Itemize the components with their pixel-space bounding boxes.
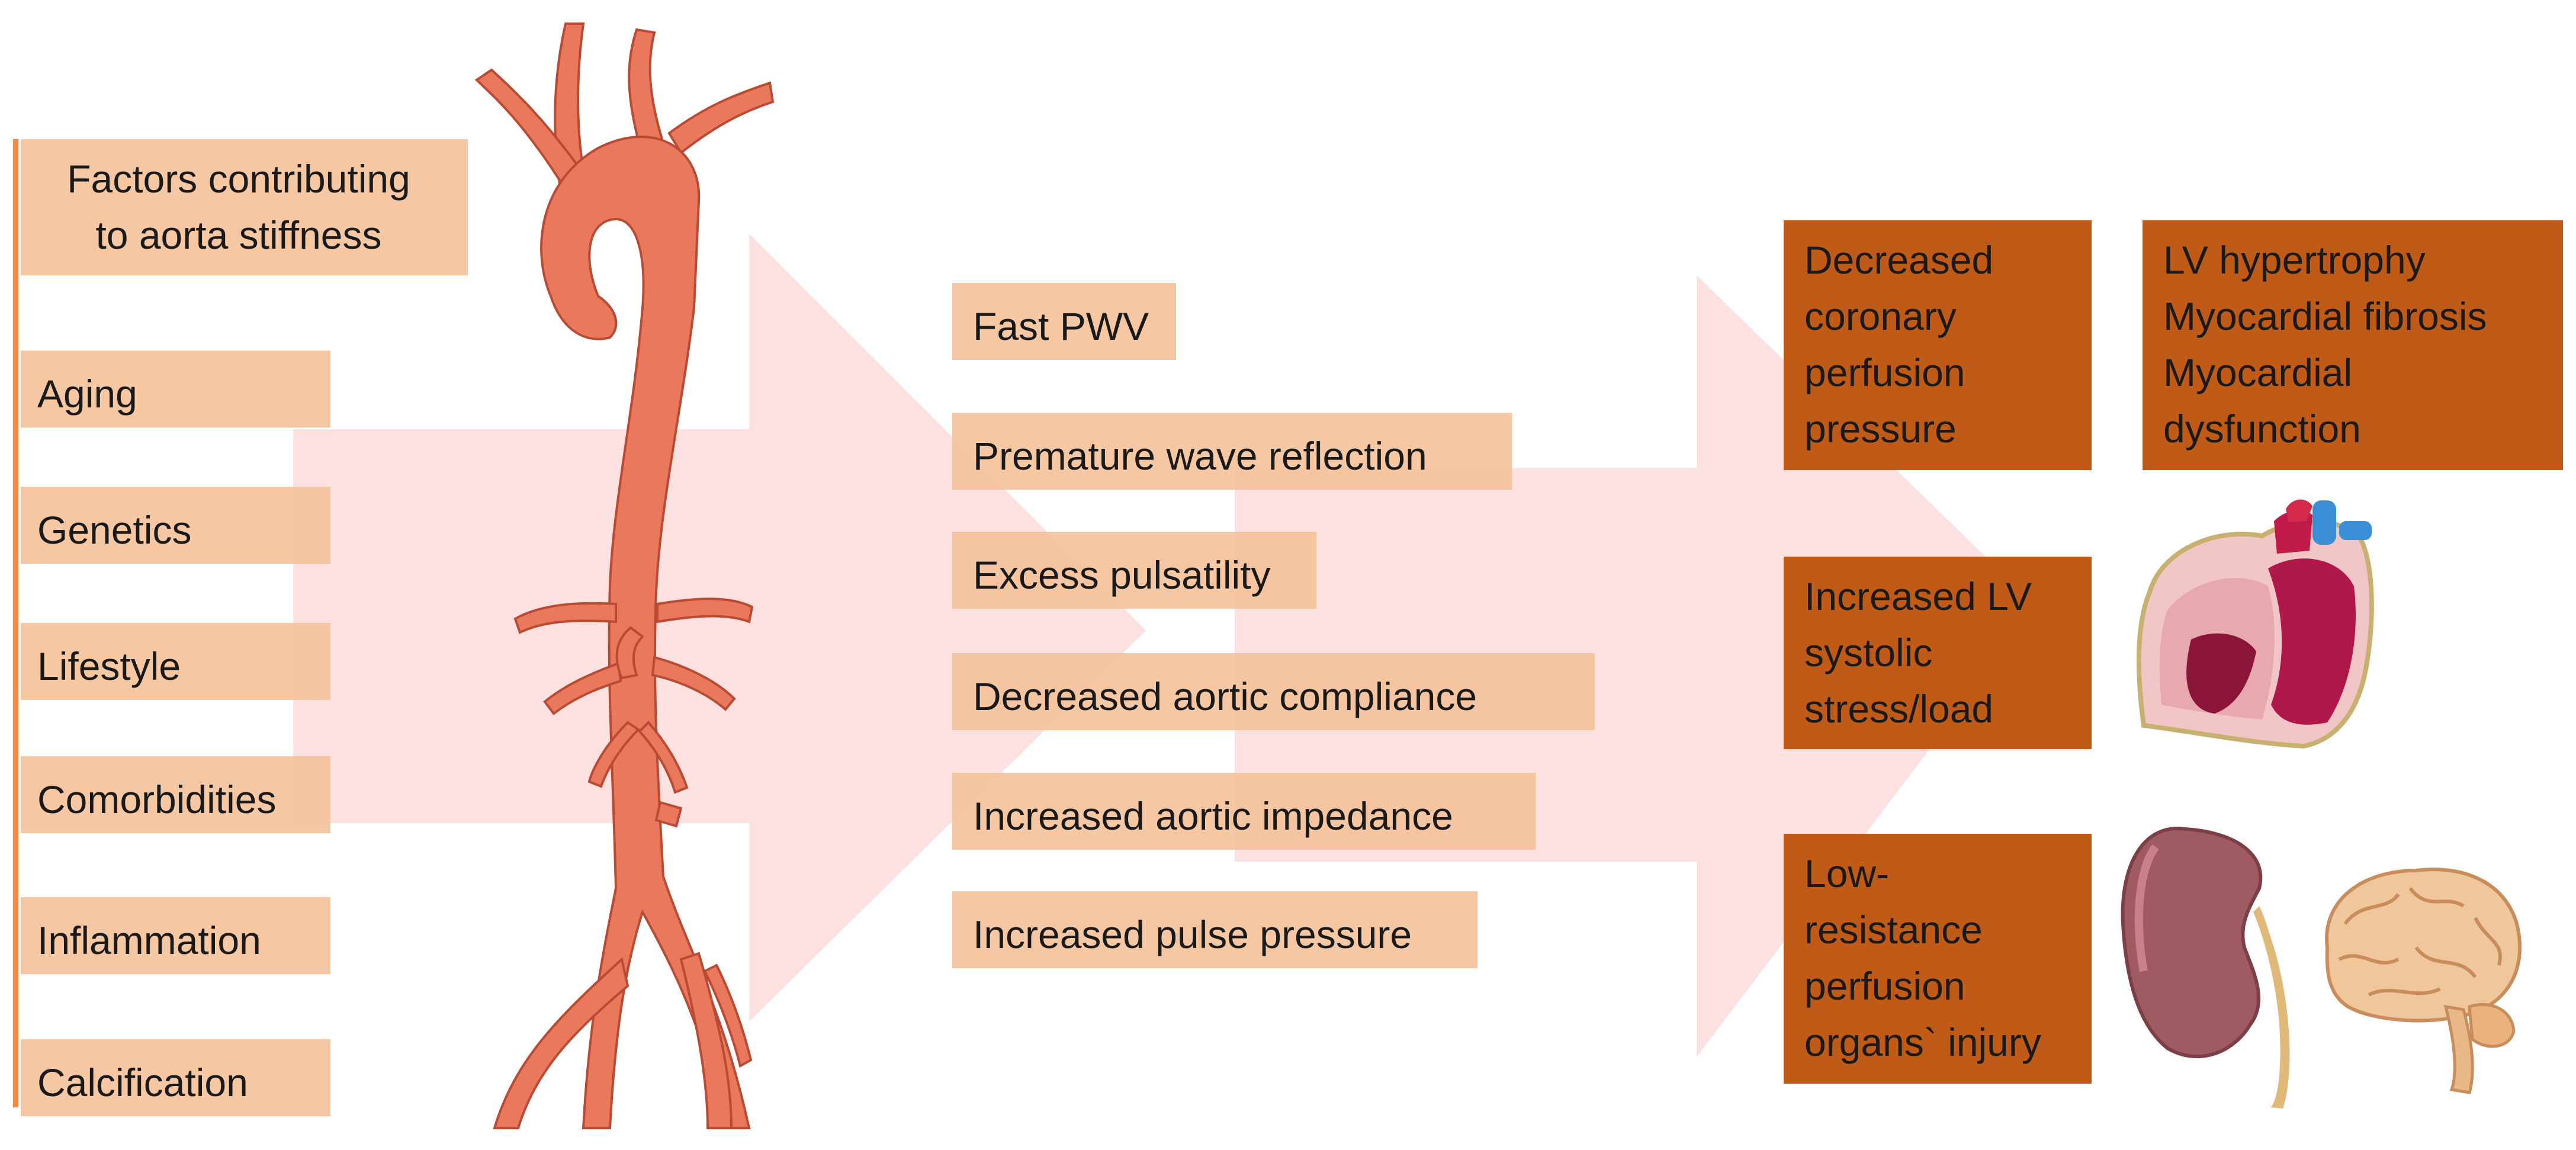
factor-box-calcification: Calcification: [21, 1039, 330, 1116]
outcome-box-lv-changes: LV hypertrophy Myocardial fibrosis Myoca…: [2143, 220, 2563, 470]
factor-label: Calcification: [37, 1061, 248, 1104]
effect-box-fast-pwv: Fast PWV: [952, 283, 1176, 360]
outcome-label: Increased LV systolic stress/load: [1804, 574, 2032, 731]
outcome-box-organ-injury: Low- resistance perfusion organs` injury: [1784, 834, 2092, 1084]
outcome-box-lv-systolic-stress: Increased LV systolic stress/load: [1784, 557, 2092, 749]
effect-box-premature-wave-reflection: Premature wave reflection: [952, 413, 1512, 490]
outcome-label: LV hypertrophy Myocardial fibrosis Myoca…: [2163, 238, 2487, 451]
factors-title: Factors contributing to aorta stiffness: [67, 157, 410, 257]
factor-label: Inflammation: [37, 918, 261, 962]
factor-label: Aging: [37, 372, 137, 416]
factor-box-inflammation: Inflammation: [21, 897, 330, 974]
factors-accent-bar: [13, 139, 18, 1107]
effect-label: Increased pulse pressure: [973, 913, 1412, 956]
factor-box-lifestyle: Lifestyle: [21, 623, 330, 700]
effect-box-decreased-aortic-compliance: Decreased aortic compliance: [952, 653, 1595, 730]
outcome-label: Decreased coronary perfusion pressure: [1804, 238, 1994, 451]
effect-label: Decreased aortic compliance: [973, 674, 1477, 718]
factor-label: Comorbidities: [37, 778, 277, 821]
effect-box-increased-aortic-impedance: Increased aortic impedance: [952, 773, 1536, 850]
effect-label: Increased aortic impedance: [973, 794, 1453, 838]
factors-title-box: Factors contributing to aorta stiffness: [21, 139, 468, 275]
heart-illustration: [2136, 499, 2374, 749]
factor-box-comorbidities: Comorbidities: [21, 756, 330, 833]
effect-box-increased-pulse-pressure: Increased pulse pressure: [952, 891, 1477, 968]
flow-arrow-left: [293, 234, 1146, 1021]
outcome-box-coronary-perfusion: Decreased coronary perfusion pressure: [1784, 220, 2092, 470]
effect-label: Premature wave reflection: [973, 434, 1427, 478]
aorta-illustration: [474, 23, 775, 1129]
factor-box-genetics: Genetics: [21, 487, 330, 564]
effect-box-excess-pulsatility: Excess pulsatility: [952, 532, 1316, 609]
outcome-label: Low- resistance perfusion organs` injury: [1804, 852, 2041, 1064]
factor-label: Lifestyle: [37, 644, 181, 688]
kidney-illustration: [2121, 827, 2290, 1109]
brain-illustration: [2325, 868, 2522, 1094]
effect-label: Excess pulsatility: [973, 553, 1271, 597]
factor-box-aging: Aging: [21, 351, 330, 428]
effect-label: Fast PWV: [973, 304, 1149, 348]
factor-label: Genetics: [37, 508, 192, 552]
